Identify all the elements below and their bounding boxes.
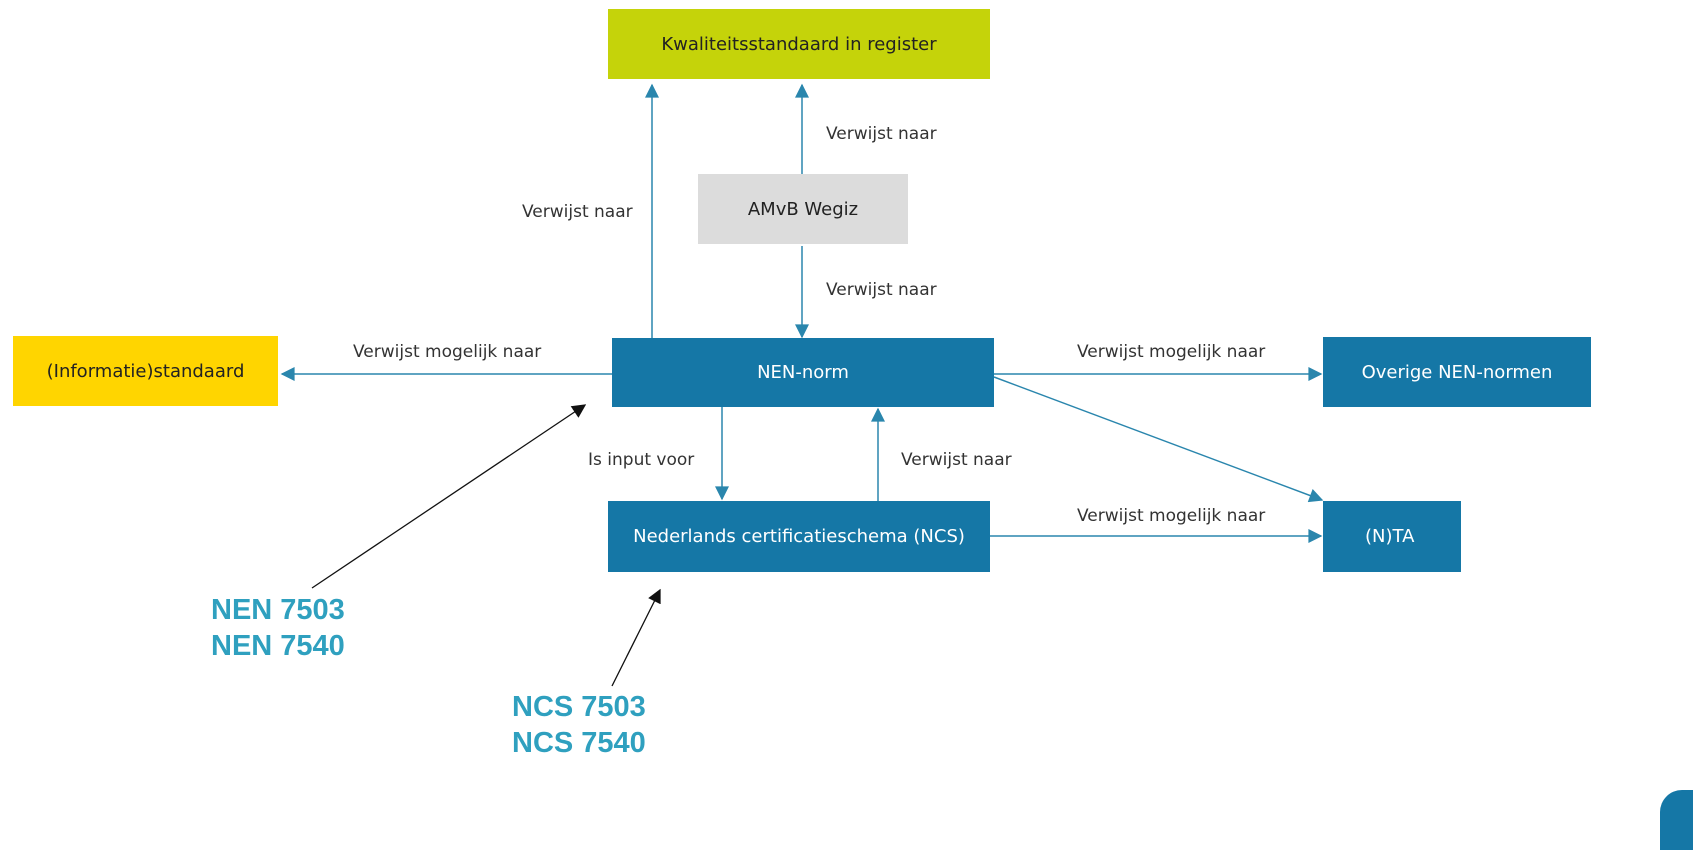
box-overige-nen-normen-label: Overige NEN-normen [1361,361,1553,383]
label-ncs-to-nen: Verwijst naar [901,450,1012,470]
logo-partial [1660,790,1693,850]
box-ncs-label: Nederlands certificatieschema (NCS) [633,526,965,547]
label-nen-to-informatie: Verwijst mogelijk naar [353,342,542,362]
box-nta-label: (N)TA [1365,526,1415,547]
label-amvb-to-nen: Verwijst naar [826,280,937,300]
edge-nen-to-nta [993,376,1324,503]
pointer-ncs-annotation [611,588,661,687]
box-kwaliteitsstandaard-label: Kwaliteitsstandaard in register [661,33,937,55]
box-amvb-wegiz: AMvB Wegiz [698,174,908,244]
label-nen-to-ncs: Is input voor [588,450,695,470]
annotation-ncs-line-2: NCS 7540 [512,727,646,759]
label-ncs-to-nta: Verwijst mogelijk naar [1077,506,1266,526]
annotation-ncs: NCS 7503 NCS 7540 [512,689,646,761]
pointer-nen-annotation [311,404,587,589]
box-nen-norm: NEN-norm [612,338,994,407]
box-ncs: Nederlands certificatieschema (NCS) [608,501,990,572]
label-nen-to-overige: Verwijst mogelijk naar [1077,342,1266,362]
box-amvb-wegiz-label: AMvB Wegiz [747,198,859,220]
annotation-nen: NEN 7503 NEN 7540 [211,592,345,664]
annotation-nen-line-2: NEN 7540 [211,630,345,662]
annotation-ncs-line-1: NCS 7503 [512,691,646,723]
box-nta: (N)TA [1323,501,1461,572]
box-nen-norm-label: NEN-norm [757,362,849,383]
label-amvb-to-kwaliteit: Verwijst naar [826,124,937,144]
diagram-connectors [280,83,1324,687]
box-overige-nen-normen: Overige NEN-normen [1323,337,1591,407]
box-informatiestandaard: (Informatie)standaard [13,336,278,406]
annotation-nen-line-1: NEN 7503 [211,594,345,626]
label-nen-to-kwaliteit: Verwijst naar [522,202,633,222]
box-informatiestandaard-label: (Informatie)standaard [46,360,245,382]
box-kwaliteitsstandaard: Kwaliteitsstandaard in register [608,9,990,79]
